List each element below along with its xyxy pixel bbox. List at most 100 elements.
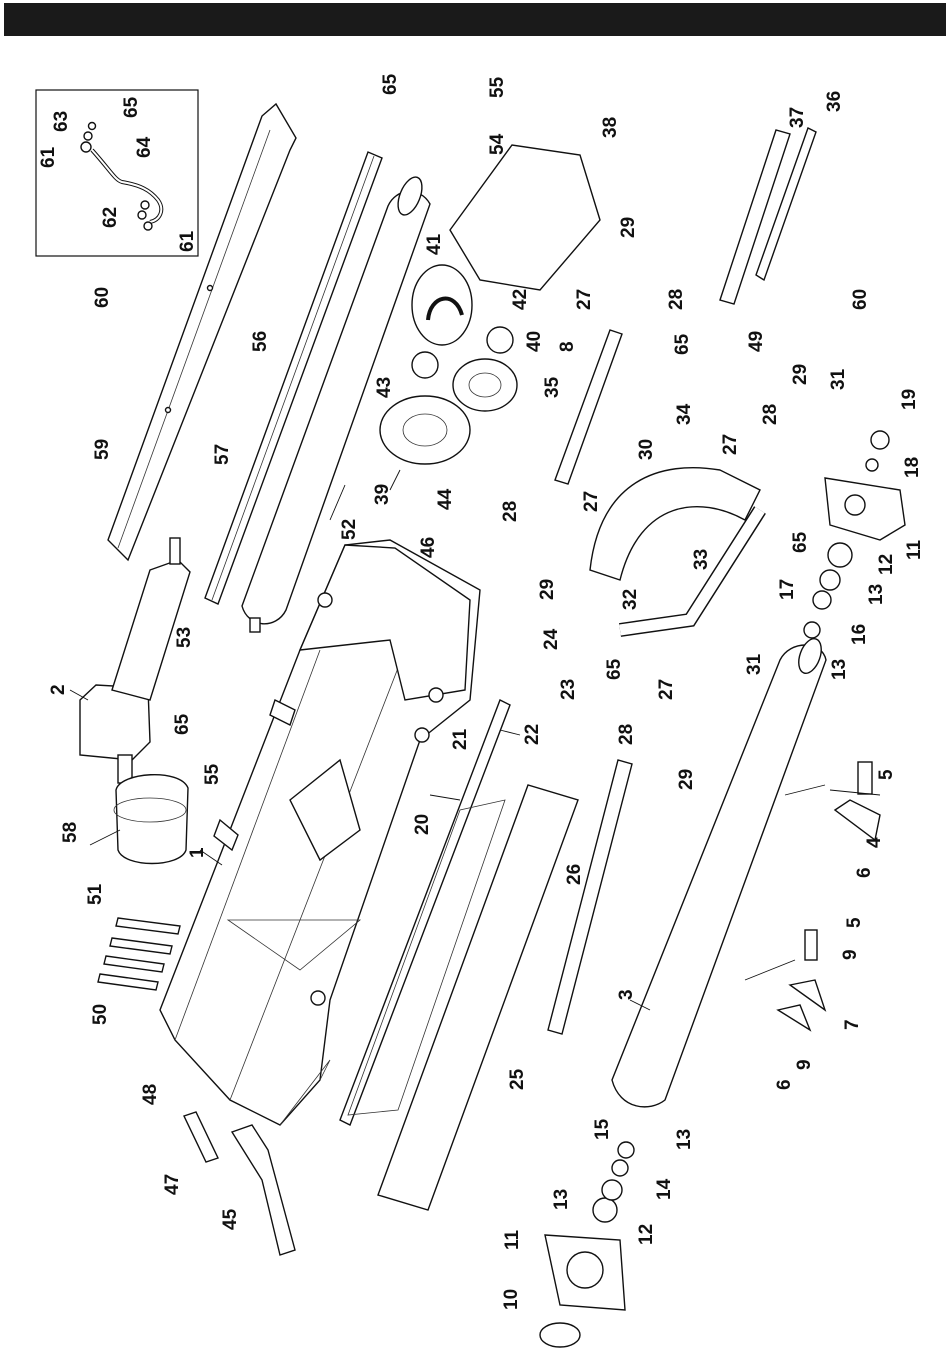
label-65e: 65	[604, 658, 625, 680]
label-51: 51	[85, 883, 106, 905]
label-7: 7	[842, 1019, 863, 1030]
part-50-bars	[98, 918, 180, 990]
label-11a: 11	[502, 1229, 523, 1250]
label-35: 35	[542, 376, 563, 398]
label-22: 22	[522, 724, 543, 745]
label-65a: 65	[121, 96, 142, 118]
label-61a: 61	[38, 146, 59, 168]
part-3-rotor	[612, 636, 826, 1107]
label-10: 10	[501, 1289, 522, 1310]
label-28c: 28	[616, 724, 637, 745]
label-6b: 6	[774, 1079, 795, 1090]
label-29b: 29	[537, 579, 558, 600]
label-17: 17	[777, 579, 798, 600]
label-42: 42	[510, 289, 531, 310]
label-55b: 55	[202, 763, 223, 785]
label-5b: 5	[844, 917, 865, 928]
part-47-plate	[184, 1112, 218, 1162]
label-54: 54	[487, 133, 508, 155]
part-39-pulley	[380, 396, 470, 464]
label-63: 63	[51, 111, 72, 132]
label-39: 39	[372, 484, 393, 505]
label-47: 47	[162, 1174, 183, 1195]
label-19: 19	[899, 389, 920, 410]
part-58-guard	[114, 775, 188, 864]
part-10-ring	[540, 1323, 580, 1347]
label-11b: 11	[904, 539, 925, 560]
label-3: 3	[616, 989, 637, 1000]
label-31b: 31	[744, 653, 765, 675]
label-50: 50	[90, 1004, 111, 1025]
label-25: 25	[507, 1068, 528, 1090]
part-11-plate	[825, 478, 905, 540]
label-32: 32	[620, 589, 641, 610]
label-26: 26	[564, 864, 585, 885]
label-1: 1	[187, 847, 208, 858]
label-14: 14	[654, 1178, 675, 1200]
label-15: 15	[592, 1118, 613, 1140]
label-13c: 13	[866, 584, 887, 605]
label-13b: 13	[674, 1129, 695, 1150]
label-21: 21	[450, 728, 471, 750]
label-40: 40	[524, 331, 545, 352]
label-9b: 9	[794, 1059, 815, 1070]
part-25-flap	[378, 785, 578, 1210]
label-30: 30	[636, 439, 657, 460]
part-2-gearbox	[80, 538, 190, 783]
label-65d: 65	[790, 531, 811, 553]
part-43-bearing	[412, 352, 438, 378]
label-38: 38	[600, 117, 621, 138]
label-44: 44	[435, 488, 456, 510]
part-8-tube	[555, 330, 622, 484]
label-62: 62	[100, 207, 121, 228]
part-30-frame	[590, 468, 760, 630]
label-45: 45	[220, 1208, 241, 1230]
label-29a: 29	[618, 217, 639, 238]
part-42-bearing	[487, 327, 513, 353]
label-27c: 27	[656, 679, 677, 700]
label-29d: 29	[790, 364, 811, 385]
label-48: 48	[140, 1084, 161, 1105]
label-8: 8	[557, 341, 578, 352]
part-45-bracket	[232, 1125, 295, 1255]
label-20: 20	[412, 814, 433, 835]
part-38-cover	[450, 145, 600, 290]
parts-4-9-knives	[778, 762, 880, 1030]
label-53: 53	[174, 627, 195, 648]
label-28a: 28	[666, 289, 687, 310]
label-59: 59	[92, 439, 113, 460]
label-13a: 13	[551, 1189, 572, 1210]
label-65c: 65	[672, 333, 693, 355]
label-37: 37	[787, 107, 808, 128]
label-5a: 5	[876, 769, 897, 780]
label-49: 49	[746, 331, 767, 352]
parts-12-15-rings	[593, 1142, 634, 1222]
label-34: 34	[674, 403, 695, 425]
label-57: 57	[212, 444, 233, 465]
label-65f: 65	[172, 713, 193, 735]
label-28b: 28	[500, 501, 521, 522]
label-46: 46	[418, 537, 439, 558]
label-55a: 55	[487, 76, 508, 98]
label-56: 56	[250, 331, 271, 352]
label-65b: 65	[380, 73, 401, 95]
label-29c: 29	[676, 769, 697, 790]
label-12b: 12	[876, 554, 897, 575]
label-2: 2	[48, 684, 69, 695]
part-11-lower-plate	[545, 1235, 625, 1310]
label-18: 18	[902, 457, 923, 478]
part-40-pulley	[453, 359, 517, 411]
label-41: 41	[424, 233, 445, 255]
label-12a: 12	[636, 1224, 657, 1245]
label-36: 36	[824, 91, 845, 112]
label-27b: 27	[581, 491, 602, 512]
label-24: 24	[541, 628, 562, 650]
label-27a: 27	[574, 289, 595, 310]
label-61b: 61	[177, 230, 198, 252]
label-43: 43	[374, 377, 395, 398]
label-31a: 31	[828, 368, 849, 390]
label-4: 4	[864, 837, 885, 848]
label-6a: 6	[854, 867, 875, 878]
label-9a: 9	[840, 949, 861, 960]
